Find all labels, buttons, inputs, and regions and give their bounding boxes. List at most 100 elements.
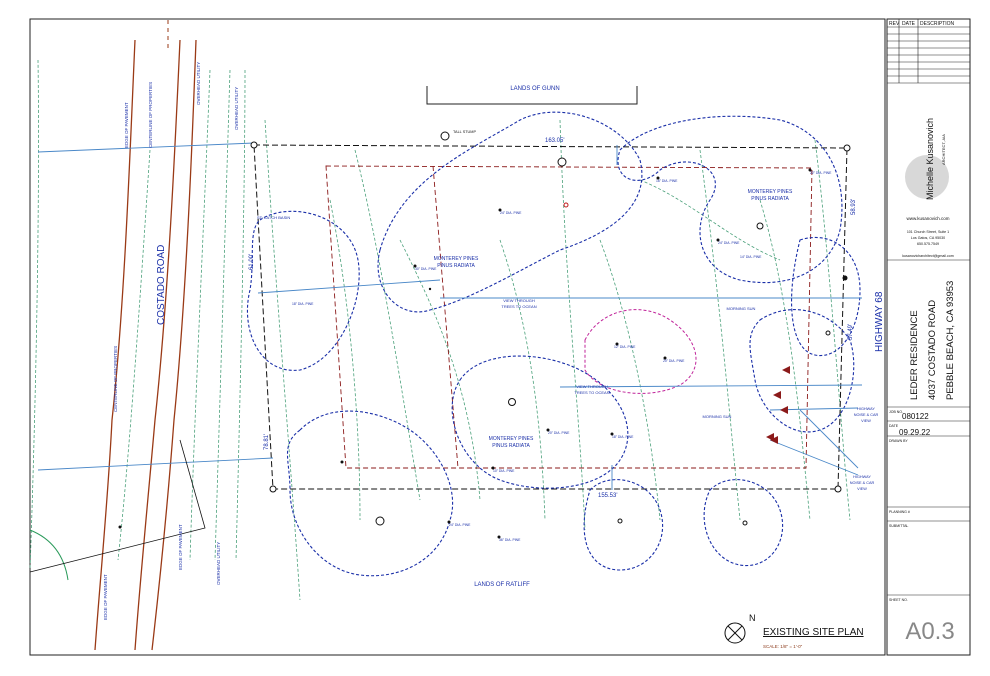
tree-labels: 24" DIA. PINE 30" DIA. PINE 18" DIA. PINE 1… <box>292 171 832 542</box>
tree-label: 18" DIA. PINE <box>612 435 634 439</box>
tree-canopies <box>246 111 861 577</box>
description-col: DESCRIPTION <box>920 21 955 27</box>
project-address: 4037 COSTADO ROAD <box>927 300 938 400</box>
tree-label: 20" DIA. PINE <box>663 359 685 363</box>
dim-bottom: 155.53' <box>598 493 618 499</box>
sd-catch-basin: SD CATCH BASIN <box>257 215 290 220</box>
north-arrow <box>724 622 746 644</box>
date-col: DATE <box>902 21 916 27</box>
tree-label: 24" DIA. PINE <box>449 523 471 527</box>
date-label: DATE <box>889 424 899 428</box>
road-label: COSTADO ROAD <box>156 245 167 325</box>
date-value: 09.29.22 <box>899 428 931 437</box>
gunn-bracket <box>426 86 638 105</box>
dim-right-2: 57.49' <box>848 324 854 340</box>
architect-name: Michelle Kusanovich <box>925 118 935 200</box>
highway-label: HIGHWAY 68 <box>874 291 885 352</box>
contour-lines <box>29 59 851 601</box>
view-lines <box>37 142 863 490</box>
red-marker <box>563 202 569 208</box>
tree-label: 14" DIA. PINE <box>740 255 762 259</box>
tree-label: 16" DIA. PINE <box>656 179 678 183</box>
setback-line-inner <box>432 165 459 469</box>
project-name: LEDER RESIDENCE <box>909 310 920 400</box>
hwy-view-1c: VIEW <box>861 419 871 423</box>
view-1: VIEW THROUGH <box>503 298 535 303</box>
property-line <box>253 144 848 490</box>
dim-right: 58.93' <box>851 199 857 215</box>
hwy-view-2c: VIEW <box>857 487 867 491</box>
job-number: 080122 <box>902 412 929 421</box>
centerline-1: CENTERLINE OF PROPERTIES <box>148 82 153 148</box>
submittal-label: SUBMITTAL <box>889 524 908 528</box>
dim-left: 78.81' <box>264 434 270 450</box>
architect-sub: ARCHITECT, AIA <box>941 134 946 165</box>
lot-corner-line <box>29 439 206 573</box>
planning-label: PLANNING # <box>889 510 910 514</box>
website: www.kusanovich.com <box>906 216 949 221</box>
project-city: PEBBLE BEACH, CA 93953 <box>945 281 956 400</box>
green-arc <box>29 529 69 581</box>
dim-left-2: 61.00' <box>249 254 255 270</box>
drawing-border <box>29 18 886 656</box>
address-1: 101 Church Street, Suite 1 <box>907 230 949 234</box>
tree-label: 10" DIA. PINE <box>493 469 515 473</box>
tree-label: 24" DIA. PINE <box>500 211 522 215</box>
setback-line <box>325 165 813 469</box>
sun-2: MORNING SUN <box>703 414 732 419</box>
tree-label: 36" DIA. PINE <box>499 538 521 542</box>
magenta-area <box>584 309 697 394</box>
architect-logo <box>905 155 949 199</box>
overhead-1: OVERHEAD UTILITY <box>196 62 201 105</box>
view-2b: TREES TO OCEAN <box>574 390 609 395</box>
rev-col: REV <box>889 21 900 27</box>
drawn-by-label: DRAWN BY <box>889 439 908 443</box>
tree-label: 24" DIA. PINE <box>718 241 740 245</box>
pines-2: MONTEREY PINES <box>748 189 793 195</box>
tree-markers <box>375 131 831 526</box>
tree-label: 12" DIA. PINE <box>614 345 636 349</box>
stump-label: TALL STUMP <box>453 130 476 134</box>
dim-top: 163.05' <box>545 138 565 144</box>
tree-label: 30" DIA. PINE <box>415 267 437 271</box>
edge-pavement-3: EDGE OF PAVEMENT <box>178 524 183 570</box>
edge-pavement-1: EDGE OF PAVEMENT <box>124 102 129 148</box>
overhead-2: OVERHEAD UTILITY <box>216 542 221 585</box>
overhead-label-top: OVERHEAD UTILITY <box>234 87 239 130</box>
lands-of-ratliff: LANDS OF RATLIFF <box>474 582 530 588</box>
pines-1b: PINUS RADIATA <box>437 263 475 269</box>
hwy-view-1b: NOISE & CAR <box>854 413 879 417</box>
sheet-number: A0.3 <box>905 618 954 645</box>
job-label: JOB NO. <box>889 410 903 414</box>
view-arrows <box>766 366 790 444</box>
tree-dots <box>118 168 812 539</box>
view-2: VIEW THROUGH <box>576 384 608 389</box>
edge-pavement-2: EDGE OF PAVEMENT <box>103 574 108 620</box>
north-label: N <box>749 613 756 623</box>
pines-3b: PINUS RADIATA <box>492 443 530 449</box>
address-2: Los Gatos, CA 95030 <box>911 236 945 240</box>
centerline-2: CENTERLINE OF PROPERTIES <box>113 346 118 412</box>
title-block: REV DATE DESCRIPTION Michelle Kusanovich… <box>886 18 971 656</box>
drawing-scale: SCALE: 1/8" = 1'-0" <box>763 644 803 649</box>
hwy-view-2b: NOISE & CAR <box>850 481 875 485</box>
hwy-view-1: HIGHWAY <box>857 407 875 411</box>
road-lines <box>94 39 197 651</box>
sheet-label: SHEET NO. <box>889 598 908 602</box>
property-corners <box>250 141 851 493</box>
pines-3: MONTEREY PINES <box>489 436 534 442</box>
tree-label: 20" DIA. PINE <box>548 431 570 435</box>
pines-1: MONTEREY PINES <box>434 256 479 262</box>
sun-1: MORNING SUN <box>727 306 756 311</box>
hwy-view-2: HIGHWAY <box>853 475 871 479</box>
tree-label: 18" DIA. PINE <box>292 302 314 306</box>
tree-label: 22" DIA. PINE <box>810 171 832 175</box>
pines-2b: PINUS RADIATA <box>751 196 789 202</box>
lands-of-gunn: LANDS OF GUNN <box>510 86 559 92</box>
drawing-title: EXISTING SITE PLAN <box>763 627 864 638</box>
view-1b: TREES TO OCEAN <box>501 304 536 309</box>
email: kusanovicharchitect@gmail.com <box>902 254 954 258</box>
phone: 650.575.7549 <box>917 242 939 246</box>
